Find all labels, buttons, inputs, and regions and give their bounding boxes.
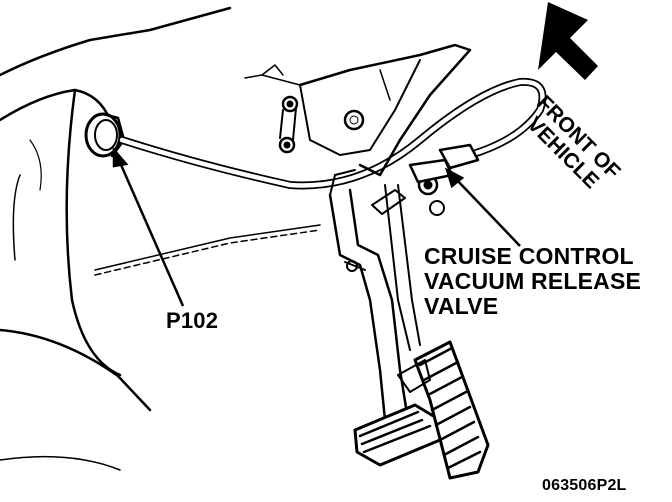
valve-line-3: VALVE bbox=[424, 293, 499, 319]
figure-code: 063506P2L bbox=[542, 477, 627, 494]
valve-callout-label: CRUISE CONTROL VACUUM RELEASE VALVE bbox=[424, 244, 641, 319]
connector-label: P102 bbox=[166, 308, 219, 333]
valve-line-2: VACUUM RELEASE bbox=[424, 268, 642, 294]
valve-line-1: CRUISE CONTROL bbox=[424, 243, 634, 269]
